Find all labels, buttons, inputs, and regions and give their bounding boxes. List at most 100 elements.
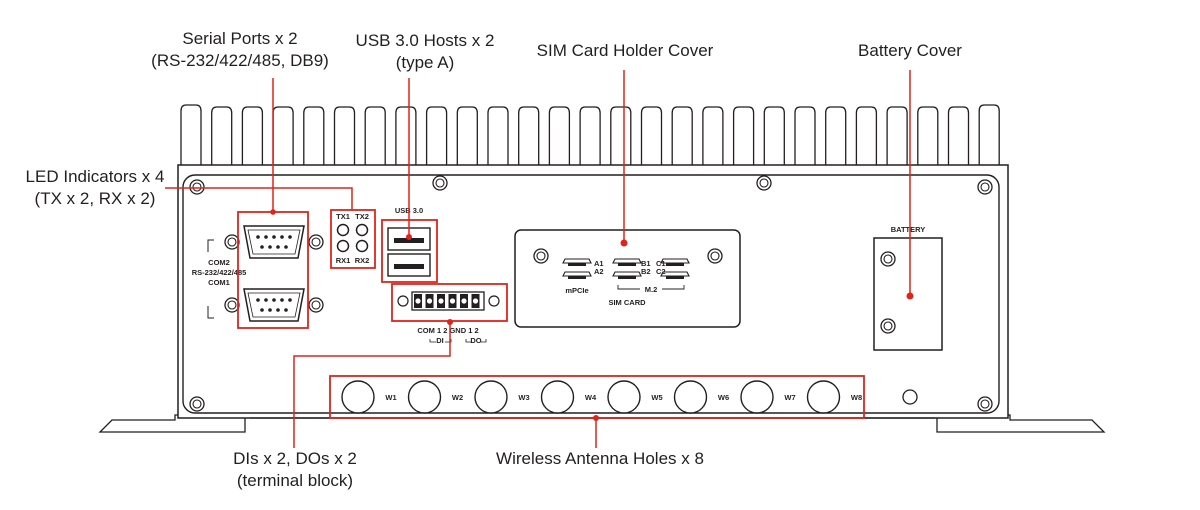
antenna-label-w6: W6 [718, 393, 729, 402]
heatsink-fin [763, 106, 785, 165]
heatsink-fin [241, 106, 264, 165]
sim-card-label: SIM CARD [608, 298, 646, 307]
dio-subtitle: (terminal block) [236, 471, 354, 490]
antenna-label-w3: W3 [518, 393, 529, 402]
sim-cover-screw-icon [533, 248, 549, 264]
tx1-label: TX1 [336, 212, 350, 221]
heatsink-fin [364, 106, 386, 165]
terminal-pin-screw-icon [426, 298, 433, 304]
terminal-pin-screw-icon [472, 298, 479, 304]
rx1-led-icon [336, 239, 350, 253]
serial-screw-icon [308, 234, 324, 250]
antenna-label-w2: W2 [452, 393, 463, 402]
heatsink-fin [487, 106, 509, 165]
panel-screw-icon [756, 175, 772, 191]
heatsink-fin [610, 106, 632, 165]
antenna-label-w1: W1 [385, 393, 396, 402]
sim-cover-callout: SIM Card Holder Cover [520, 40, 730, 62]
heatsink-fins [180, 104, 1000, 165]
terminal-pin-labels: COM 1 2 GND 1 2 [417, 326, 478, 335]
panel-screw-icon [977, 179, 993, 195]
callout-leaders [165, 70, 914, 448]
serial-ports-title: Serial Ports x 2 [182, 29, 298, 48]
heatsink-fin [579, 106, 601, 165]
heatsink-fin [518, 106, 540, 165]
rx2-label: RX2 [355, 256, 370, 265]
ground-screw-icon [902, 389, 918, 405]
heatsink-fin [886, 106, 908, 165]
heatsink-fin [395, 106, 417, 165]
terminal-block-group: COM 1 2 GND 1 2 DI DO [397, 291, 500, 345]
antenna-label-w7: W7 [784, 393, 795, 402]
m2-label: M.2 [645, 285, 658, 294]
panel-screw-icon [189, 179, 205, 195]
slot-b1-label: B1 [641, 259, 651, 268]
heatsink-fin [671, 106, 693, 165]
serial-ports-callout: Serial Ports x 2 (RS-232/422/485, DB9) [140, 28, 340, 72]
antenna-hole-w8-icon [806, 380, 841, 414]
heatsink-fin [456, 106, 478, 165]
dio-title: DIs x 2, DOs x 2 [233, 449, 357, 468]
do-label: DO [470, 336, 481, 345]
antenna-hole-w7-icon [740, 380, 774, 414]
antenna-label-w5: W5 [651, 393, 662, 402]
heatsink-fin [425, 106, 448, 165]
led-indicators-callout: LED Indicators x 4 (TX x 2, RX x 2) [10, 166, 180, 210]
heatsink-fin [640, 106, 663, 165]
usb-hosts-title: USB 3.0 Hosts x 2 [355, 31, 495, 50]
sim-card-cover: A1 A2 B1 B2 C1 C2 mPCIe M.2 SIM CARD [514, 229, 741, 328]
terminal-screw-icon [397, 295, 409, 307]
serial-ports-group: COM2 RS-232/422/485 COM1 [192, 225, 324, 322]
com-standard-label: RS-232/422/485 [192, 268, 247, 277]
serial-screw-icon [308, 297, 324, 313]
di-label: DI [436, 336, 444, 345]
serial-ports-subtitle: (RS-232/422/485, DB9) [151, 51, 329, 70]
com2-db9-port-icon [243, 225, 305, 259]
heatsink-fin [272, 106, 294, 165]
battery-cover-callout: Battery Cover [840, 40, 980, 62]
heatsink-fin [947, 106, 970, 165]
dio-leader-dot [447, 319, 453, 325]
terminal-screw-icon [488, 295, 500, 307]
antenna-label-w8: W8 [851, 393, 862, 402]
com2-label: COM2 [208, 258, 230, 267]
heatsink-fin [917, 106, 939, 165]
antenna-hole-w6-icon [673, 380, 708, 414]
antenna-leader-dot [593, 415, 599, 421]
heatsink-fin [211, 106, 233, 165]
antenna-hole-w5-icon [607, 380, 641, 414]
serial-leader-dot [270, 209, 276, 215]
battery-cover: BATTERY [873, 225, 943, 351]
slot-c1-label: C1 [656, 259, 666, 268]
rx1-label: RX1 [336, 256, 351, 265]
mpcie-label: mPCIe [565, 286, 588, 295]
heatsink-fin [978, 104, 1000, 165]
slot-c2-label: C2 [656, 267, 666, 276]
usb-hosts-subtitle: (type A) [395, 53, 455, 72]
heatsink-fin [548, 106, 571, 165]
terminal-pin-screw-icon [449, 298, 456, 304]
usb-leader-dot [406, 234, 412, 240]
tx2-led-icon [355, 223, 369, 237]
battery-cover-screw-icon [880, 251, 896, 267]
led-indicators-subtitle: (TX x 2, RX x 2) [34, 189, 156, 208]
heatsink-fin [180, 104, 202, 165]
heatsink-fin [333, 106, 356, 165]
battery-label: BATTERY [891, 225, 926, 234]
terminal-pin-screw-icon [461, 298, 467, 304]
heatsink-fin [732, 106, 755, 165]
slot-a1-label: A1 [594, 259, 604, 268]
antenna-hole-w4-icon [540, 380, 575, 414]
tx1-led-icon [336, 223, 350, 237]
heatsink-fin [702, 106, 724, 165]
antenna-holes-title: Wireless Antenna Holes x 8 [496, 449, 704, 468]
heatsink-fin [794, 106, 816, 165]
heatsink-fin [303, 106, 325, 165]
tx2-label: TX2 [355, 212, 369, 221]
antenna-hole-w3-icon [474, 380, 508, 414]
serial-screw-icon [224, 297, 240, 313]
usb-hosts-callout: USB 3.0 Hosts x 2 (type A) [340, 30, 510, 74]
led-indicators-group: TX1 TX2 RX1 RX2 [336, 212, 370, 265]
heatsink-fin [825, 106, 847, 165]
